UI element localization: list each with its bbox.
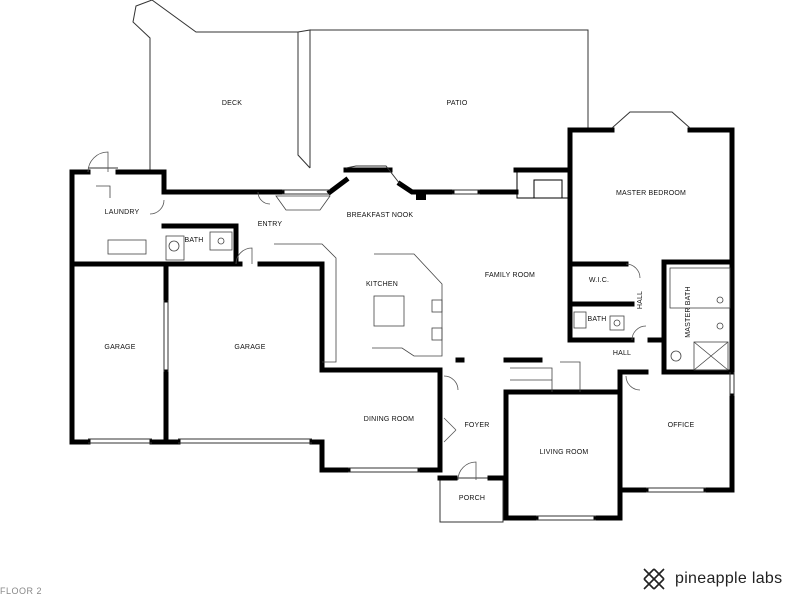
floor-label: FLOOR 2 bbox=[0, 586, 43, 596]
label-bath-2: BATH bbox=[588, 316, 607, 323]
label-hall: HALL bbox=[613, 350, 631, 357]
label-dining-room: DINING ROOM bbox=[364, 416, 414, 423]
label-living-room: LIVING ROOM bbox=[540, 449, 589, 456]
label-master-bedroom: MASTER BEDROOM bbox=[616, 190, 686, 197]
label-hall-vertical: HALL bbox=[637, 291, 644, 309]
label-deck: DECK bbox=[222, 100, 242, 107]
label-bath-1: BATH bbox=[185, 237, 204, 244]
label-laundry: LAUNDRY bbox=[105, 209, 140, 216]
windows bbox=[88, 111, 735, 521]
label-entry: ENTRY bbox=[258, 221, 283, 228]
label-garage-right: GARAGE bbox=[234, 344, 265, 351]
label-office: OFFICE bbox=[668, 422, 695, 429]
fireplace bbox=[416, 171, 570, 200]
label-breakfast-nook: BREAKFAST NOOK bbox=[347, 212, 414, 219]
fixtures bbox=[96, 185, 731, 392]
label-porch: PORCH bbox=[459, 495, 485, 502]
pineapple-lattice-icon bbox=[643, 568, 665, 590]
label-master-bath: MASTER BATH bbox=[685, 286, 692, 337]
brand-name: pineapple labs bbox=[675, 570, 783, 587]
walls bbox=[69, 127, 735, 521]
label-wic: W.I.C. bbox=[589, 277, 609, 284]
doors bbox=[87, 151, 647, 481]
outdoor-outlines bbox=[132, 0, 589, 523]
brand-logo: pineapple labs bbox=[641, 566, 782, 592]
label-family-room: FAMILY ROOM bbox=[485, 272, 535, 279]
label-patio: PATIO bbox=[447, 100, 468, 107]
label-kitchen: KITCHEN bbox=[366, 281, 398, 288]
label-garage-left: GARAGE bbox=[104, 344, 135, 351]
label-foyer: FOYER bbox=[464, 422, 489, 429]
